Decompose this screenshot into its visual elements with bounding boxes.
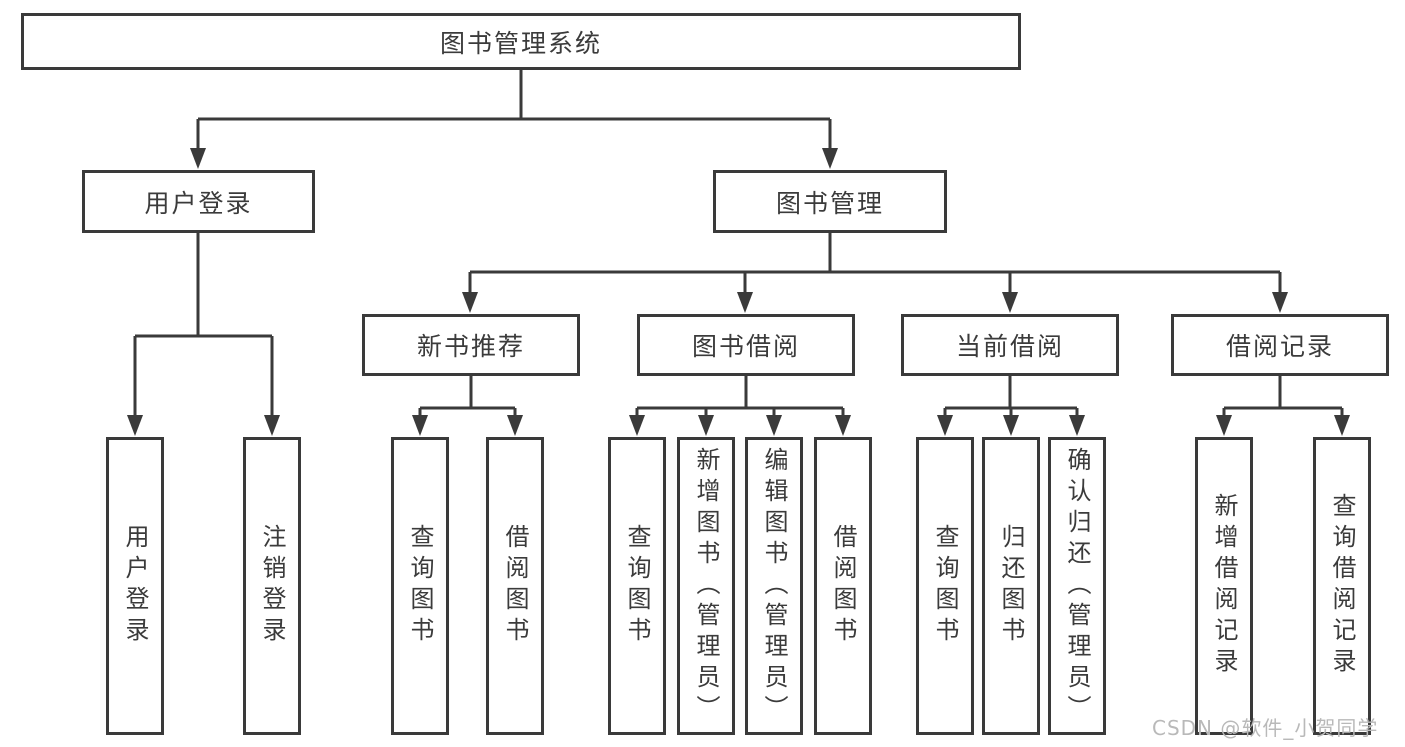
node-new-book-recommend: 新书推荐 — [362, 314, 580, 376]
leaf-return-books: 归还图书 — [982, 437, 1040, 735]
node-current-borrow: 当前借阅 — [901, 314, 1119, 376]
node-root: 图书管理系统 — [21, 13, 1021, 70]
node-book-borrow: 图书借阅 — [637, 314, 855, 376]
leaf-query-books-1: 查询图书 — [391, 437, 449, 735]
arrowheads — [127, 148, 1350, 436]
leaf-add-borrow-record: 新增借阅记录 — [1195, 437, 1253, 735]
node-borrow-records: 借阅记录 — [1171, 314, 1389, 376]
leaf-query-borrow-record: 查询借阅记录 — [1313, 437, 1371, 735]
leaf-confirm-return-admin: 确认归还（管理员） — [1048, 437, 1106, 735]
leaf-borrow-books-2: 借阅图书 — [814, 437, 872, 735]
leaf-add-books-admin: 新增图书（管理员） — [677, 437, 735, 735]
watermark-text: CSDN @软件_小贺同学 — [1152, 716, 1379, 740]
node-book-management: 图书管理 — [713, 170, 947, 233]
leaf-query-books-2: 查询图书 — [608, 437, 666, 735]
node-user-login: 用户登录 — [82, 170, 315, 233]
leaf-query-books-3: 查询图书 — [916, 437, 974, 735]
leaf-edit-books-admin: 编辑图书（管理员） — [745, 437, 803, 735]
leaf-user-login: 用户登录 — [106, 437, 164, 735]
leaf-borrow-books-1: 借阅图书 — [486, 437, 544, 735]
leaf-logout: 注销登录 — [243, 437, 301, 735]
